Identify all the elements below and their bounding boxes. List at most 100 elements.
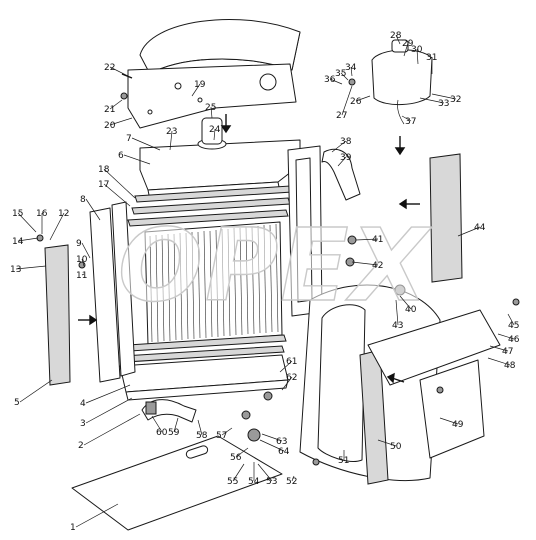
leader-line bbox=[341, 85, 353, 116]
callout-3: 3 bbox=[80, 419, 86, 429]
callout-63: 63 bbox=[276, 437, 287, 447]
callout-64: 64 bbox=[278, 447, 290, 457]
leader-line bbox=[85, 198, 101, 221]
gasket-strips bbox=[127, 185, 293, 227]
callout-33: 33 bbox=[438, 99, 449, 109]
right-rear-panel bbox=[429, 153, 463, 283]
leader-line bbox=[109, 117, 133, 126]
leader-line bbox=[169, 130, 173, 151]
leader-line bbox=[235, 447, 249, 458]
callout-12: 12 bbox=[58, 209, 69, 219]
leader-line bbox=[85, 397, 133, 424]
callout-49: 49 bbox=[452, 420, 464, 430]
callout-11: 11 bbox=[76, 271, 87, 281]
right-mounting-bracket bbox=[367, 309, 501, 459]
callout-42: 42 bbox=[372, 261, 383, 271]
callout-35: 35 bbox=[335, 69, 346, 79]
callout-40: 40 bbox=[405, 305, 417, 315]
lower-tank bbox=[119, 334, 289, 401]
leader-line bbox=[355, 95, 371, 102]
leader-line bbox=[75, 503, 119, 528]
upper-hose bbox=[321, 148, 361, 201]
leader-line bbox=[399, 295, 412, 310]
callout-46: 46 bbox=[508, 335, 520, 345]
leader-line bbox=[259, 439, 285, 452]
leader-line bbox=[487, 357, 511, 366]
leader-line bbox=[377, 439, 397, 447]
upper-bracket bbox=[127, 63, 297, 129]
leader-line bbox=[419, 97, 445, 104]
callout-31: 31 bbox=[426, 53, 437, 63]
callout-24: 24 bbox=[209, 125, 221, 135]
callout-17: 17 bbox=[98, 180, 109, 190]
callout-7: 7 bbox=[126, 134, 132, 144]
callout-37: 37 bbox=[405, 117, 416, 127]
leader-line bbox=[340, 72, 349, 81]
callout-43: 43 bbox=[392, 321, 403, 331]
leader-line bbox=[291, 475, 295, 482]
callout-6: 6 bbox=[118, 151, 124, 161]
leader-line bbox=[355, 238, 379, 241]
callout-39: 39 bbox=[340, 153, 352, 163]
leader-line bbox=[17, 212, 37, 233]
watermark-logo: OPEX bbox=[118, 207, 433, 324]
callout-48: 48 bbox=[504, 361, 516, 371]
leader-line bbox=[350, 66, 353, 77]
leader-line bbox=[123, 154, 151, 165]
callout-34: 34 bbox=[345, 63, 357, 73]
leader-line bbox=[403, 42, 409, 57]
leader-line bbox=[197, 419, 203, 436]
leader-line bbox=[109, 99, 123, 110]
leader-line bbox=[109, 66, 129, 77]
leader-line bbox=[81, 258, 85, 267]
leader-line bbox=[337, 156, 347, 167]
callout-45: 45 bbox=[508, 321, 519, 331]
callout-60: 60 bbox=[156, 428, 168, 438]
leader-line bbox=[279, 360, 293, 373]
leader-line bbox=[507, 313, 515, 326]
leader-line bbox=[329, 78, 343, 85]
callout-28: 28 bbox=[390, 31, 402, 41]
leader-line bbox=[431, 93, 457, 100]
callout-58: 58 bbox=[196, 431, 208, 441]
leader-line bbox=[457, 226, 481, 237]
leader-line bbox=[85, 384, 131, 404]
leader-line bbox=[497, 333, 515, 340]
leader-line bbox=[213, 128, 216, 141]
floor-plate bbox=[71, 435, 283, 531]
leader-line bbox=[395, 34, 401, 45]
callout-25: 25 bbox=[205, 103, 216, 113]
callout-23: 23 bbox=[166, 127, 177, 137]
callout-19: 19 bbox=[194, 80, 206, 90]
leader-line bbox=[221, 427, 233, 436]
expansion-tank bbox=[371, 39, 433, 125]
callout-51: 51 bbox=[338, 456, 349, 466]
leader-line bbox=[151, 415, 163, 433]
callout-15: 15 bbox=[12, 209, 23, 219]
leader-line bbox=[81, 242, 91, 259]
callout-30: 30 bbox=[411, 45, 423, 55]
callout-20: 20 bbox=[104, 121, 116, 131]
leader-line bbox=[416, 48, 419, 65]
arrow-expansion-down bbox=[394, 136, 406, 156]
callout-44: 44 bbox=[474, 223, 486, 233]
leader-line bbox=[191, 83, 201, 97]
callout-41: 41 bbox=[372, 235, 383, 245]
leader-line bbox=[15, 265, 47, 270]
callout-54: 54 bbox=[248, 477, 260, 487]
leader-line bbox=[19, 379, 53, 403]
callout-27: 27 bbox=[336, 111, 347, 121]
callout-53: 53 bbox=[266, 477, 277, 487]
leader-line bbox=[281, 376, 293, 391]
callout-62: 62 bbox=[286, 373, 297, 383]
leader-line bbox=[489, 345, 509, 352]
right-side-plates bbox=[287, 145, 323, 317]
callout-2: 2 bbox=[78, 441, 84, 451]
callout-50: 50 bbox=[390, 442, 402, 452]
callout-36: 36 bbox=[324, 75, 336, 85]
leader-line bbox=[261, 433, 283, 442]
callout-5: 5 bbox=[14, 398, 20, 408]
leader-line bbox=[401, 115, 412, 122]
callout-9: 9 bbox=[76, 239, 82, 249]
